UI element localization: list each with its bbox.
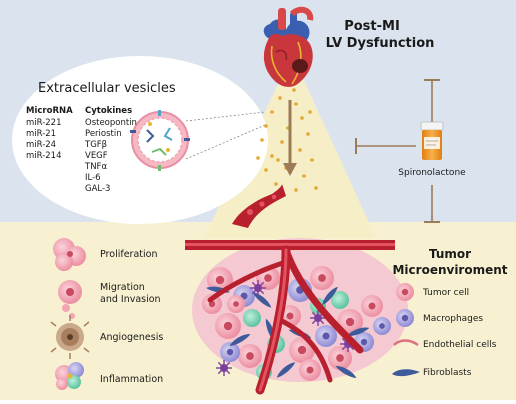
tumor-cell-nucleus	[297, 345, 307, 355]
vessel-segment	[232, 184, 286, 228]
horizontal-vessel	[185, 240, 395, 250]
heart-icon	[263, 6, 314, 87]
cytokine-item: VEGF	[85, 151, 108, 161]
vesicle-particle	[256, 156, 260, 160]
tumor-cell-nucleus	[345, 317, 355, 327]
tumor-cell-nucleus	[306, 366, 314, 374]
microrna-heading: MicroRNA	[26, 106, 73, 116]
microrna-item: miR-214	[26, 151, 62, 161]
cytokine-item: TGFβ	[84, 140, 107, 150]
vesicle-particle	[314, 186, 318, 190]
vesicle-particle	[270, 154, 274, 158]
title-line2: LV Dysfunction	[326, 36, 435, 51]
immune-cell	[331, 291, 349, 309]
legend-label: Fibroblasts	[423, 368, 472, 378]
fibroblast	[322, 286, 338, 306]
spiky-cell	[216, 360, 232, 376]
vesicle-particle	[306, 132, 310, 136]
vessel-branches	[207, 245, 364, 395]
title-line1: Post-MI	[344, 19, 400, 34]
microrna-item: miR-221	[26, 118, 62, 128]
microrna-item: miR-24	[26, 140, 56, 150]
callout-line	[185, 111, 266, 122]
down-arrow	[283, 100, 297, 176]
tumor-cell-nucleus	[368, 302, 376, 310]
drug-label: Spironolactone	[398, 168, 466, 178]
vesicle-particle	[308, 110, 312, 114]
macrophage-nucleus	[360, 338, 368, 346]
vesicle-particle	[302, 174, 306, 178]
spiky-cell	[250, 280, 266, 296]
legend-macrophage-icon	[396, 309, 414, 327]
inhibition-lines	[355, 79, 440, 223]
macrophage-nucleus	[322, 332, 330, 340]
tumor-cell-nucleus	[336, 354, 344, 362]
fibroblast	[252, 292, 272, 308]
vesicle-particle	[294, 188, 298, 192]
vesicle-particle	[280, 140, 284, 144]
fibroblast	[335, 365, 357, 378]
vesicle-particle	[264, 168, 268, 172]
tumor-cell-nucleus	[318, 274, 326, 282]
fibroblast	[346, 327, 370, 337]
process-label: Inflammation	[100, 374, 163, 385]
vesicle-particle	[310, 158, 314, 162]
vesicle-particle	[276, 158, 280, 162]
legend-label: Tumor cell	[422, 288, 469, 298]
process-label: Proliferation	[100, 249, 157, 260]
migration-icon	[58, 280, 82, 319]
vesicle-particle	[274, 182, 278, 186]
vesicles-title: Extracellular vesicles	[38, 81, 176, 96]
fibroblast	[229, 333, 251, 346]
macrophage-nucleus	[226, 348, 234, 356]
vesicle-particle	[270, 110, 274, 114]
process-label: and Invasion	[100, 294, 161, 305]
proliferation-icon	[53, 238, 86, 271]
tumor-cell-nucleus	[233, 301, 239, 307]
vesicle-particle	[278, 96, 282, 100]
legend-endothelial-icon	[393, 339, 419, 347]
legend-tumor-cell-icon	[396, 283, 414, 301]
legend-label: Endothelial cells	[423, 340, 497, 350]
pill-bottle-icon	[420, 121, 444, 160]
cytokine-item: GAL-3	[85, 184, 110, 194]
vesicle-particle	[298, 148, 302, 152]
tumor-cell-nucleus	[286, 312, 294, 320]
fibroblast	[276, 362, 296, 378]
cytokine-item: IL-6	[85, 173, 101, 183]
cytokines-heading: Cytokines	[85, 106, 132, 116]
cytokine-item: Osteopontin	[85, 118, 137, 128]
legend-fibroblast-icon	[392, 369, 420, 377]
legend-label: Macrophages	[423, 314, 483, 324]
cytokine-item: TNFα	[84, 162, 107, 172]
angiogenesis-icon	[50, 315, 90, 359]
tumor-cell-nucleus	[264, 274, 272, 282]
process-label: Migration	[100, 282, 145, 293]
vesicle-particle	[292, 88, 296, 92]
tumor-title-line1: Tumor	[429, 247, 471, 261]
tumor-cell-nucleus	[215, 275, 225, 285]
vesicle-particle	[264, 124, 268, 128]
macrophage-nucleus	[379, 323, 385, 329]
microrna-item: miR-21	[26, 129, 56, 139]
tumor-title-line2: Microenviroment	[392, 263, 507, 277]
vesicle-particle	[260, 138, 264, 142]
process-label: Angiogenesis	[100, 332, 163, 343]
cytokine-item: Periostin	[85, 129, 122, 139]
tumor-cell-nucleus	[246, 352, 254, 360]
immune-cell	[243, 309, 261, 327]
cytokine-list: OsteopontinPeriostinTGFβVEGFTNFαIL-6GAL-…	[84, 118, 137, 194]
vesicle-particle	[294, 102, 298, 106]
tumor-cell-nucleus	[223, 321, 233, 331]
vesicle-particle	[300, 116, 304, 120]
vesicle-icon	[130, 110, 190, 171]
tumor-cluster	[192, 238, 408, 382]
inflammation-icon	[55, 362, 84, 390]
